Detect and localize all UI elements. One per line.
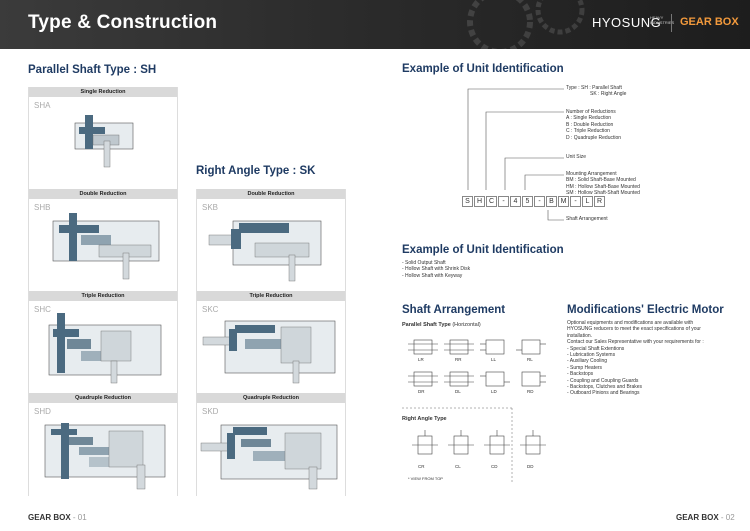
quadruple-reduction-diagram bbox=[44, 423, 166, 490]
double-reduction-diagram bbox=[52, 213, 160, 280]
code-char: R bbox=[594, 196, 605, 207]
shaft-arrangement-label: Shaft Arrangement bbox=[566, 216, 608, 222]
panel-shb: Double Reduction SHB bbox=[28, 189, 178, 291]
panel-head: Triple Reduction bbox=[197, 291, 345, 301]
output-shaft-list: - Solid Output Shaft - Hollow Shaft with… bbox=[402, 260, 471, 279]
modifications-title: Modifications' Electric Motor bbox=[567, 304, 724, 316]
code-char: B bbox=[546, 196, 557, 207]
panel-code: SHB bbox=[34, 203, 51, 212]
type-legend: Type : SH : Parallel Shaft SK : Right An… bbox=[566, 85, 627, 98]
section-label: GEAR BOX bbox=[680, 16, 739, 28]
page-header: Type & Construction HYOSUNG HEAVY INDUST… bbox=[0, 0, 750, 49]
single-reduction-diagram bbox=[74, 115, 134, 168]
arr-label: CR bbox=[418, 464, 425, 469]
panel-head: Triple Reduction bbox=[29, 291, 177, 301]
code-char: L bbox=[582, 196, 593, 207]
code-char: M bbox=[558, 196, 569, 207]
code-char: 5 bbox=[522, 196, 533, 207]
brand-logo: HYOSUNG bbox=[592, 15, 662, 30]
unit-id-title: Example of Unit Identification bbox=[402, 63, 564, 75]
panel-code: SKD bbox=[202, 407, 219, 416]
panel-code: SKC bbox=[202, 305, 219, 314]
arr-label: RR bbox=[455, 357, 462, 362]
panel-code: SHC bbox=[34, 305, 51, 314]
panel-code: SKB bbox=[202, 203, 219, 212]
page-title: Type & Construction bbox=[28, 12, 218, 33]
panel-head: Single Reduction bbox=[29, 87, 177, 97]
parallel-shaft-title: Parallel Shaft Type : SH bbox=[28, 64, 157, 76]
panel-head: Double Reduction bbox=[197, 189, 345, 199]
unit-size-label: Unit Size bbox=[566, 154, 587, 160]
panel-skc: Triple Reduction SKC bbox=[196, 291, 346, 393]
arr-label: LD bbox=[491, 389, 497, 394]
arr-label: RD bbox=[527, 389, 534, 394]
panel-skd: Quadruple Reduction SKD bbox=[196, 393, 346, 496]
right-angle-quadruple-diagram bbox=[200, 424, 338, 490]
arr-label: LR bbox=[418, 357, 424, 362]
right-angle-double-diagram bbox=[208, 220, 322, 282]
panel-skb: Double Reduction SKB bbox=[196, 189, 346, 291]
view-note: * VIEW FROM TOP bbox=[408, 476, 443, 481]
code-char: - bbox=[534, 196, 545, 207]
code-char: C bbox=[486, 196, 497, 207]
gear-decoration-icon bbox=[467, 0, 585, 49]
arr-label: CL bbox=[455, 464, 461, 469]
panel-code: SHD bbox=[34, 407, 51, 416]
triple-reduction-diagram bbox=[48, 313, 162, 384]
brand-subtitle: HEAVY INDUSTRIES bbox=[650, 15, 675, 25]
code-char: S bbox=[462, 196, 473, 207]
header-divider bbox=[671, 14, 672, 32]
code-char: - bbox=[498, 196, 509, 207]
unit-id-leader-lines bbox=[467, 88, 564, 221]
shaft-arrangement-diagrams bbox=[402, 339, 546, 482]
code-char: - bbox=[570, 196, 581, 207]
unit-code-boxes: S H C - 4 5 - B M - L R bbox=[462, 196, 605, 207]
panel-head: Double Reduction bbox=[29, 189, 177, 199]
unit-id-title-2: Example of Unit Identification bbox=[402, 244, 564, 256]
right-angle-title: Right Angle Type : SK bbox=[196, 165, 316, 177]
panel-head: Quadruple Reduction bbox=[29, 393, 177, 403]
right-angle-triple-diagram bbox=[202, 320, 336, 384]
arr-label: CD bbox=[491, 464, 498, 469]
panel-head: Quadruple Reduction bbox=[197, 393, 345, 403]
modifications-list: Optional equipments and modifications ar… bbox=[567, 320, 704, 397]
footer-left: GEAR BOX - 01 bbox=[28, 513, 87, 522]
right-angle-arr-label: Right Angle Type bbox=[402, 416, 447, 422]
shaft-arrangement-title: Shaft Arrangement bbox=[402, 304, 506, 316]
panel-shd: Quadruple Reduction SHD bbox=[28, 393, 178, 496]
arr-label: DD bbox=[527, 464, 534, 469]
arr-label: RL bbox=[527, 357, 533, 362]
mounting-legend: Mounting Arrangement BM : Solid Shaft-Ba… bbox=[566, 171, 640, 197]
panel-code: SHA bbox=[34, 101, 51, 110]
reductions-legend: Number of Reductions A : Single Reductio… bbox=[566, 109, 622, 141]
code-char: H bbox=[474, 196, 485, 207]
panel-shc: Triple Reduction SHC bbox=[28, 291, 178, 393]
footer-right: GEAR BOX - 02 bbox=[676, 513, 735, 522]
arr-label: LL bbox=[491, 357, 497, 362]
parallel-shaft-label: Parallel Shaft Type (Horizontal) bbox=[402, 322, 481, 328]
arr-label: DR bbox=[418, 389, 425, 394]
panel-sha: Single Reduction SHA bbox=[28, 87, 178, 189]
arr-label: DL bbox=[455, 389, 461, 394]
code-char: 4 bbox=[510, 196, 521, 207]
